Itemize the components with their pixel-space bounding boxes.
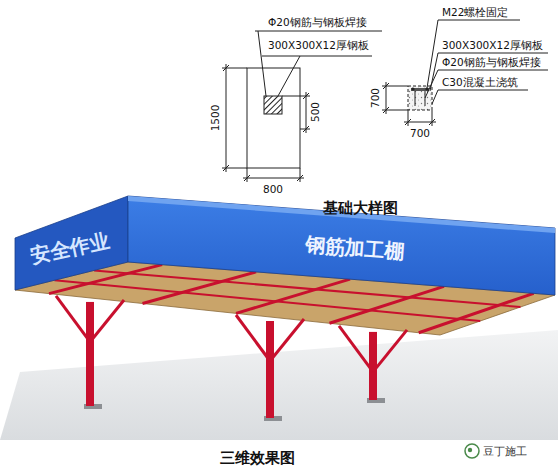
dimension-tick bbox=[383, 83, 389, 89]
dimension-text: 700 bbox=[370, 88, 381, 108]
dimension-tick bbox=[429, 119, 435, 125]
callout-text: M22螺栓固定 bbox=[442, 7, 508, 18]
extension-line bbox=[432, 110, 433, 126]
steel-plate bbox=[411, 88, 429, 91]
extension-line bbox=[300, 168, 301, 182]
leader-line bbox=[278, 56, 300, 96]
callout-text: Φ20钢筋与钢板焊接 bbox=[268, 17, 367, 28]
dimension-line bbox=[306, 92, 307, 133]
roof-purlin bbox=[55, 280, 481, 321]
watermark: 豆丁施工 bbox=[483, 446, 527, 457]
ground bbox=[0, 330, 558, 440]
rebar-symbol bbox=[425, 91, 426, 106]
sign-text: 钢筋加工棚 bbox=[304, 234, 405, 262]
extension-line bbox=[247, 168, 248, 182]
dimension-tick bbox=[405, 119, 411, 125]
leader-line bbox=[438, 20, 520, 21]
dimension-tick bbox=[383, 107, 389, 113]
leader-line bbox=[255, 31, 382, 32]
foundation-outline bbox=[247, 68, 300, 168]
watermark-icon bbox=[465, 444, 479, 458]
canopy-top-edge bbox=[128, 196, 555, 233]
dimension-line bbox=[243, 178, 304, 179]
columns bbox=[56, 296, 407, 421]
bolt-symbol bbox=[411, 87, 414, 90]
dimension-tick bbox=[297, 175, 303, 181]
brace bbox=[236, 315, 270, 361]
callout-text: C30混凝土浇筑 bbox=[442, 77, 518, 88]
drawing-caption: 三维效果图 bbox=[220, 451, 295, 466]
brace bbox=[56, 296, 90, 342]
leader-line bbox=[262, 56, 372, 57]
drawing-caption: 基础大样图 bbox=[323, 201, 398, 216]
dimension-text: 1500 bbox=[210, 105, 221, 132]
steel-column bbox=[86, 302, 94, 406]
leader-line bbox=[438, 53, 548, 54]
dimension-tick bbox=[223, 165, 229, 171]
leader-line bbox=[438, 90, 528, 91]
dimension-tick bbox=[244, 175, 250, 181]
leader-line bbox=[258, 31, 266, 96]
callout-text: 300X300X12厚钢板 bbox=[442, 40, 543, 51]
sign-text: 安全作业 bbox=[29, 230, 111, 266]
dimension-tick bbox=[223, 65, 229, 71]
brace bbox=[373, 330, 407, 372]
brace bbox=[90, 300, 124, 342]
steel-column bbox=[266, 321, 274, 418]
leader-line bbox=[438, 70, 548, 71]
canopy-end-face bbox=[15, 196, 128, 290]
rebar-symbol bbox=[415, 91, 416, 106]
dimension-line bbox=[226, 64, 227, 172]
dimension-text: 500 bbox=[310, 102, 321, 122]
dimension-tick bbox=[303, 126, 309, 132]
brace bbox=[270, 319, 304, 361]
callout-text: Φ20钢筋与钢板焊接 bbox=[442, 57, 541, 68]
extension-line bbox=[408, 110, 409, 126]
leader-line bbox=[432, 90, 438, 104]
steel-plate bbox=[264, 96, 282, 114]
canopy-front-face bbox=[128, 196, 555, 295]
callout-text: 300X300X12厚钢板 bbox=[268, 40, 369, 51]
watermark-icon bbox=[468, 448, 472, 452]
dimension-text: 800 bbox=[263, 184, 283, 195]
dimension-tick bbox=[303, 93, 309, 99]
dimension-text: 700 bbox=[410, 128, 430, 139]
brace bbox=[339, 326, 373, 372]
